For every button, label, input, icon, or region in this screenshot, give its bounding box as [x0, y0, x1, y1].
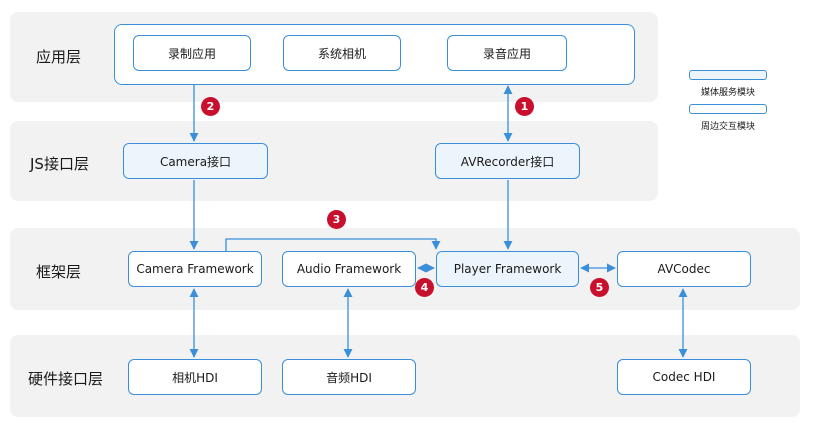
- codec-hdi-box: Codec HDI: [617, 359, 751, 395]
- legend-media-service-label: 媒体服务模块: [700, 88, 755, 98]
- recording-app-box: 录制应用: [133, 35, 251, 71]
- audio-recording-app-box: 录音应用: [447, 35, 567, 71]
- camera-framework-box: Camera Framework: [128, 251, 262, 287]
- system-camera-box: 系统相机: [283, 35, 401, 71]
- hardware-interface-layer-label: 硬件接口层: [28, 370, 104, 388]
- player-framework-box: Player Framework: [436, 251, 579, 287]
- audio-hdi-box: 音频HDI: [282, 359, 416, 395]
- step-badge-1: 1: [515, 97, 534, 116]
- avcodec-box: AVCodec: [617, 251, 751, 287]
- camera-hdi-box: 相机HDI: [128, 359, 262, 395]
- legend-peripheral-label: 周边交互模块: [700, 122, 755, 132]
- js-interface-layer-label: JS接口层: [30, 155, 89, 173]
- step-badge-4: 4: [415, 278, 434, 297]
- legend-media-service-swatch: [689, 70, 767, 80]
- step-badge-2: 2: [201, 97, 220, 116]
- framework-layer-label: 框架层: [36, 263, 82, 281]
- audio-framework-box: Audio Framework: [282, 251, 416, 287]
- application-layer-label: 应用层: [36, 48, 82, 66]
- step-badge-5: 5: [590, 278, 609, 297]
- avrecorder-interface-box: AVRecorder接口: [435, 143, 580, 179]
- step-badge-3: 3: [327, 210, 346, 229]
- arrow-camera-framework-to-player: [225, 238, 441, 251]
- legend-peripheral-swatch: [689, 104, 767, 114]
- camera-interface-box: Camera接口: [123, 143, 268, 179]
